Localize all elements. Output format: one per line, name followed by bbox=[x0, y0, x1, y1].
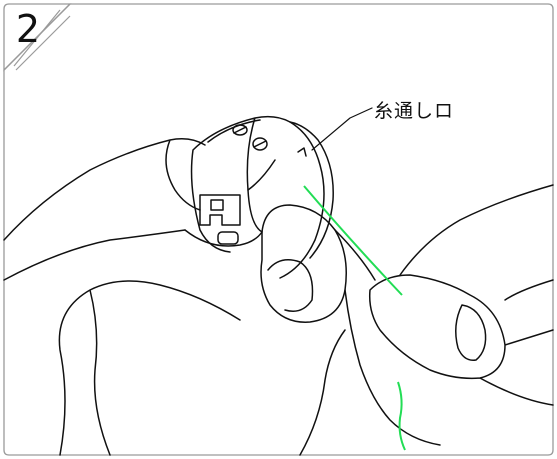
bobbin-slot bbox=[217, 231, 239, 245]
step-number: 2 bbox=[15, 7, 41, 51]
tension-screw-2 bbox=[252, 137, 268, 151]
fingernail bbox=[455, 304, 487, 361]
bobbin-case-face bbox=[207, 119, 276, 191]
bobbin-latch bbox=[199, 194, 241, 226]
thread-tail bbox=[397, 381, 406, 451]
tension-screw-1 bbox=[232, 124, 248, 136]
thread-strand bbox=[303, 185, 403, 296]
step-tab bbox=[3, 3, 72, 72]
right-thumb bbox=[260, 204, 347, 323]
right-palm bbox=[299, 229, 441, 456]
frame-border bbox=[3, 3, 554, 456]
left-finger-lower bbox=[184, 229, 263, 247]
bobbin-rim bbox=[289, 121, 334, 259]
callout-label: 糸通しロ bbox=[374, 100, 455, 122]
bobbin-case bbox=[190, 115, 325, 279]
left-hand bbox=[3, 138, 241, 456]
callout-leader bbox=[311, 107, 373, 151]
thread-slot bbox=[297, 147, 307, 157]
step-tab-diagonal bbox=[13, 9, 61, 67]
right-finger bbox=[368, 184, 554, 406]
